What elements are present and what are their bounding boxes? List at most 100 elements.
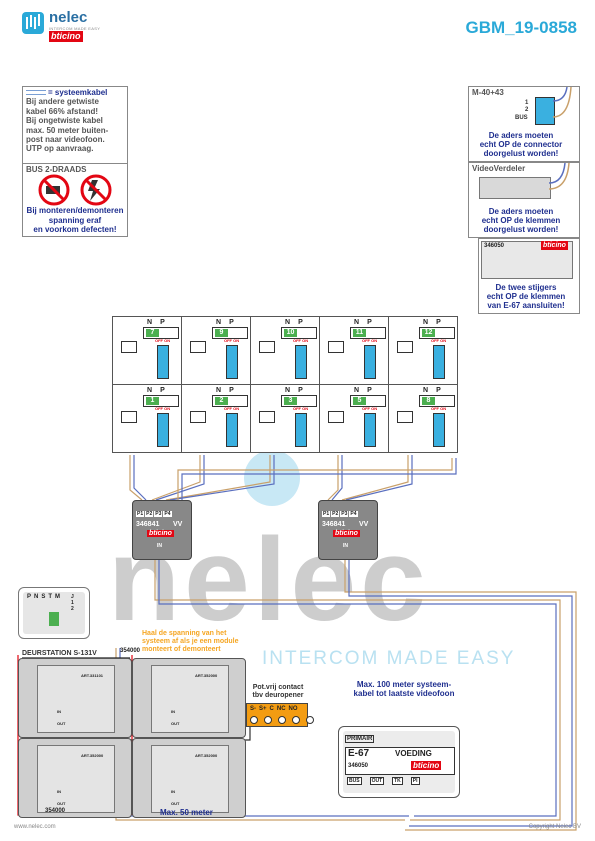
m40-connector [535, 97, 555, 125]
bus-note: BUS 2-DRAADS Bij monteren/demonteren spa… [22, 163, 128, 237]
logo-name: nelec [49, 9, 88, 26]
terminal-label: P [27, 594, 32, 600]
module-art: ART.352000 [81, 753, 104, 758]
module-art: ART.331101 [81, 673, 104, 678]
module-inner [151, 665, 229, 733]
monitor-icon [190, 411, 206, 423]
off-on-label: OFF ON [431, 406, 447, 411]
distributor-brand: bticino [147, 530, 174, 537]
cable-note: = systeemkabel Bij andere getwiste kabel… [22, 86, 128, 164]
power-terminal: OUT [369, 777, 385, 785]
module-in: IN [57, 709, 61, 714]
footer-website: www.nelec.com [14, 824, 56, 830]
m40-note: M-40+43 1 2 BUS De aders moeten echt OP … [468, 86, 580, 162]
videophone-terminal [157, 345, 169, 379]
number-box: 2 [212, 395, 248, 407]
terminal-j: J [71, 594, 74, 600]
verdeler-note-title: VideoVerdeler [472, 164, 526, 173]
videophone-terminal [157, 413, 169, 447]
videophone-terminal [226, 413, 238, 447]
contact-title-line: Pot.vrij contact [252, 684, 304, 691]
videophone-number: 11 [353, 329, 366, 337]
monitor-icon [328, 411, 344, 423]
n-label: N [216, 319, 222, 326]
power-terminal: TK [392, 777, 403, 785]
terminal-j: 2 [71, 606, 74, 612]
number-box: 1 [143, 395, 179, 407]
module-in: IN [171, 709, 175, 714]
p-label: P [229, 319, 234, 326]
videophone-terminal [295, 413, 307, 447]
n-label: N [285, 319, 291, 326]
m40-pin-1: 1 [525, 100, 529, 106]
cable-note-line: Bij andere getwiste [26, 97, 99, 107]
monitor-icon [259, 341, 275, 353]
cable-note-line: kabel 66% afstand! [26, 106, 99, 116]
p-label: P [436, 319, 441, 326]
off-on-label: OFF ON [362, 406, 378, 411]
terminal-label: N [34, 594, 39, 600]
module-out: OUT [57, 721, 66, 726]
module-art: ART.352000 [195, 753, 218, 758]
door-station-code-top: 354000 [120, 648, 141, 654]
distributor-code: 346841 [136, 521, 160, 528]
e67-thumb-code: 346050 [484, 243, 505, 249]
module-in: IN [57, 789, 61, 794]
power-brand: bticino [411, 761, 442, 770]
power-voeding: VOEDING [395, 749, 432, 758]
module-inner [37, 665, 115, 733]
door-station-warning: Haal de spanning van het systeem af als … [142, 630, 239, 654]
terminal-j: 1 [71, 600, 74, 606]
e67-note-line: van E-67 aansluiten! [487, 301, 565, 310]
module-out: OUT [171, 801, 180, 806]
monitor-icon [190, 341, 206, 353]
e67-note-line: echt OP de klemmen [486, 292, 566, 301]
module-out: OUT [57, 801, 66, 806]
videophone-number: 1 [146, 397, 159, 405]
p-label: P [367, 387, 372, 394]
monitor-icon [328, 341, 344, 353]
module-out: OUT [171, 721, 180, 726]
watermark-tagline: INTERCOM MADE EASY [262, 648, 516, 669]
p-label: P [436, 387, 441, 394]
contact-terminal: NO [288, 706, 298, 712]
videophone-number: 2 [215, 397, 228, 405]
distributor-port: P3 [340, 511, 349, 517]
p-label: P [298, 387, 303, 394]
bus-note-line: spanning eraf [48, 215, 102, 225]
no-plug-icon [38, 174, 70, 206]
distributor-port: P4 [349, 511, 358, 517]
nelec-logo: nelec INTERCOM MADE EASY bticino [22, 9, 102, 42]
number-box: 7 [143, 327, 179, 339]
bus-note-line: en voorkom defecten! [33, 225, 117, 235]
max-100-note: Max. 100 meter systeem- kabel tot laatst… [334, 680, 474, 698]
contact-terminal: C [269, 706, 274, 712]
bus-note-line: Bij monteren/demonteren [26, 206, 124, 216]
monitor-icon [121, 411, 137, 423]
watermark-dot [244, 450, 300, 506]
off-on-label: OFF ON [293, 406, 309, 411]
distributor-port: P1 [136, 511, 145, 517]
m40-pin-2: 2 [525, 107, 529, 113]
terminal-led [49, 612, 59, 626]
distributor-code: 346841 [322, 521, 346, 528]
warning-line: monteert of demonteert [142, 646, 221, 653]
nelec-logo-icon [22, 12, 44, 34]
monitor-icon [397, 411, 413, 423]
off-on-label: OFF ON [224, 338, 240, 343]
bus-note-title: BUS 2-DRAADS [26, 165, 87, 174]
videophone-terminal [433, 345, 445, 379]
